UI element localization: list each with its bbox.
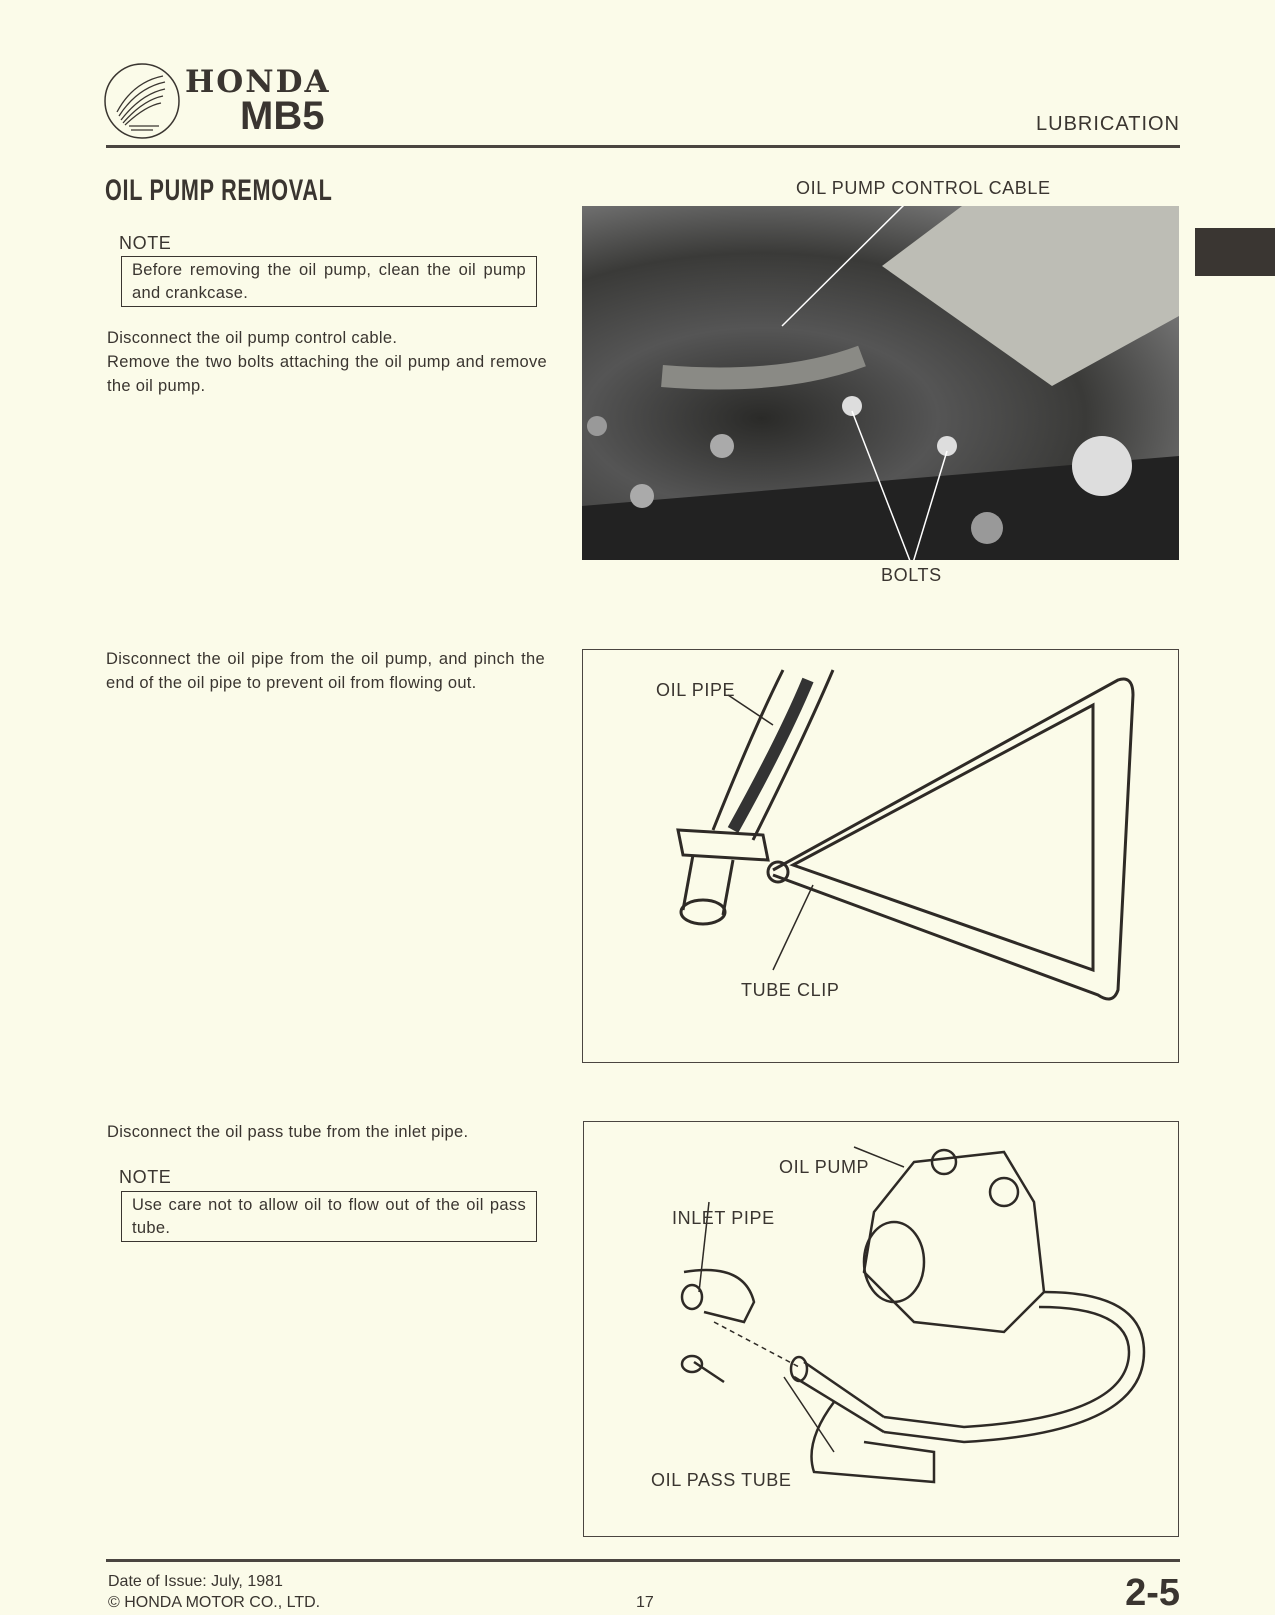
figure-label-oil-pump: OIL PUMP bbox=[779, 1157, 870, 1177]
step3-text: Disconnect the oil pass tube from the in… bbox=[107, 1123, 469, 1141]
photo-label-bolts: BOLTS bbox=[881, 565, 942, 585]
engine-photo bbox=[582, 206, 1179, 560]
step1-line1: Disconnect the oil pump control cable. bbox=[107, 329, 398, 347]
figure-label-oil-pipe: OIL PIPE bbox=[656, 680, 736, 700]
note-box-2: Use care not to allow oil to flow out of… bbox=[121, 1191, 537, 1242]
figure-label-inlet-pipe: INLET PIPE bbox=[672, 1208, 775, 1228]
photo-label-cable: OIL PUMP CONTROL CABLE bbox=[796, 178, 1051, 198]
figure-label-oil-pass-tube: OIL PASS TUBE bbox=[651, 1470, 792, 1490]
page-title: OIL PUMP REMOVAL bbox=[105, 174, 333, 207]
copyright: © HONDA MOTOR CO., LTD. bbox=[108, 1594, 321, 1611]
tube-clip-figure bbox=[582, 649, 1179, 1063]
step2-text: Disconnect the oil pipe from the oil pum… bbox=[106, 650, 545, 692]
note-label: NOTE bbox=[119, 233, 172, 253]
footer-rule bbox=[106, 1559, 1180, 1562]
honda-wing-logo bbox=[103, 62, 181, 140]
note-label-2: NOTE bbox=[119, 1167, 172, 1187]
section-title: LUBRICATION bbox=[1036, 113, 1180, 135]
issue-date: Date of Issue: July, 1981 bbox=[108, 1573, 283, 1590]
figure-label-tube-clip: TUBE CLIP bbox=[741, 980, 840, 1000]
header-rule bbox=[106, 145, 1180, 148]
step1-line2: Remove the two bolts attaching the oil p… bbox=[107, 353, 547, 395]
section-tab bbox=[1195, 228, 1275, 276]
brand-name: HONDA bbox=[185, 64, 331, 100]
oil-pump-figure bbox=[583, 1121, 1179, 1537]
note-box: Before removing the oil pump, clean the … bbox=[121, 256, 537, 307]
page-number: 17 bbox=[636, 1594, 654, 1611]
oil-pump-drawing bbox=[680, 1146, 1146, 1484]
tube-clip-drawing bbox=[676, 669, 1135, 1001]
model-name: MB5 bbox=[240, 94, 325, 138]
section-page: 2-5 bbox=[1125, 1572, 1180, 1614]
